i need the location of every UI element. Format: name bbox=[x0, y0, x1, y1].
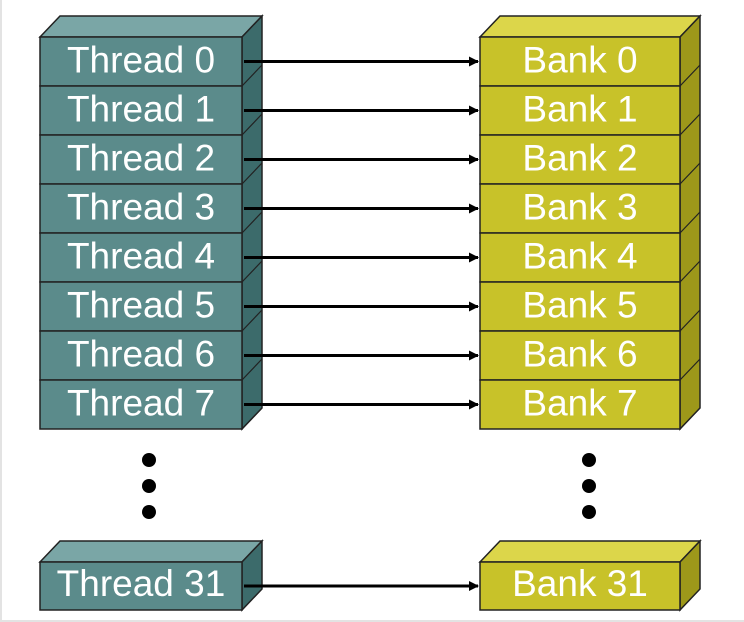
bank-label-6: Bank 6 bbox=[522, 333, 637, 374]
thread-side-divider bbox=[241, 64, 263, 87]
bank-31-block: Bank 31 bbox=[478, 539, 702, 612]
bank-side-divider bbox=[679, 162, 701, 185]
bank-cell-4 bbox=[479, 232, 681, 283]
thread-side-divider bbox=[241, 211, 263, 234]
bank-stack-top-face bbox=[478, 15, 702, 38]
bank-cell-6 bbox=[479, 330, 681, 381]
bank-side-divider bbox=[679, 407, 701, 430]
thread-side-divider bbox=[241, 309, 263, 332]
bank-side-divider bbox=[679, 64, 701, 87]
bank-cell-7 bbox=[479, 379, 681, 430]
thread-side-divider bbox=[241, 162, 263, 185]
bank-label-0: Bank 0 bbox=[522, 39, 637, 80]
thread-label-1: Thread 1 bbox=[67, 88, 215, 129]
thread-label-7: Thread 7 bbox=[67, 382, 215, 423]
bank-side-divider bbox=[679, 309, 701, 332]
thread-31-block: Thread 31 bbox=[38, 539, 264, 612]
bank-side-divider bbox=[679, 113, 701, 136]
bank-side-divider bbox=[679, 260, 701, 283]
bank-ellipsis bbox=[582, 453, 596, 519]
thread-side-divider bbox=[241, 113, 263, 136]
bank-cell-3 bbox=[479, 183, 681, 234]
bank-cell-1 bbox=[479, 85, 681, 136]
thread-label-6: Thread 6 bbox=[67, 333, 215, 374]
thread-label-2: Thread 2 bbox=[67, 137, 215, 178]
thread-label-3: Thread 3 bbox=[67, 186, 215, 227]
thread-cell-2 bbox=[39, 134, 243, 185]
thread-cell-7 bbox=[39, 379, 243, 430]
thread-label-4: Thread 4 bbox=[67, 235, 215, 276]
thread-31-label: Thread 31 bbox=[57, 563, 226, 604]
bank-stack: Bank 0 Bank 1 Bank 2 Bank 3 Bank 4 Bank 5 Bank… bbox=[478, 14, 702, 431]
thread-cell-4 bbox=[39, 232, 243, 283]
thread-ellipsis bbox=[142, 453, 156, 519]
thread-side-divider bbox=[241, 358, 263, 381]
bank-cell-2 bbox=[479, 134, 681, 185]
arrow-group bbox=[244, 56, 479, 410]
thread-cell-0 bbox=[39, 36, 243, 87]
bank-label-7: Bank 7 bbox=[522, 382, 637, 423]
bank-label-4: Bank 4 bbox=[522, 235, 637, 276]
thread-stack: Thread 0 Thread 1 Thread 2 Thread 3 Thread 4… bbox=[38, 14, 264, 431]
thread-label-0: Thread 0 bbox=[67, 39, 215, 80]
bank-label-1: Bank 1 bbox=[522, 88, 637, 129]
bank-cell-5 bbox=[479, 281, 681, 332]
thread-side-divider bbox=[241, 260, 263, 283]
bank-cell-0 bbox=[479, 36, 681, 87]
thread-side-divider bbox=[241, 407, 263, 430]
thread-cell-5 bbox=[39, 281, 243, 332]
bank-side-divider bbox=[679, 211, 701, 234]
bank-label-3: Bank 3 bbox=[522, 186, 637, 227]
thread-stack-top-face bbox=[38, 15, 264, 38]
bank-label-2: Bank 2 bbox=[522, 137, 637, 178]
bank-label-5: Bank 5 bbox=[522, 284, 637, 325]
thread-label-5: Thread 5 bbox=[67, 284, 215, 325]
bank-side-divider bbox=[679, 358, 701, 381]
bank-31-label: Bank 31 bbox=[512, 563, 648, 604]
thread-cell-6 bbox=[39, 330, 243, 381]
